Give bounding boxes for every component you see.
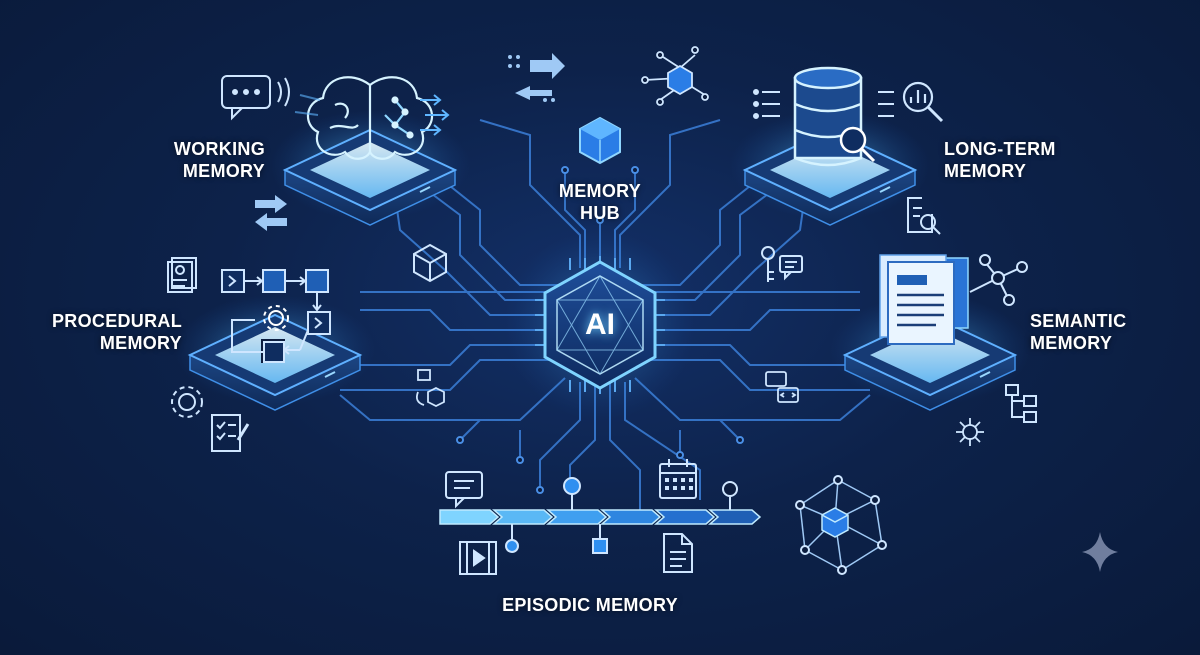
network-hub-icon [956, 418, 984, 446]
settings-document-icon [167, 257, 197, 293]
working-memory-platform [270, 110, 470, 226]
exchange-arrows-icon [255, 195, 287, 231]
chat-icon [221, 75, 290, 121]
small-cube-icon [413, 243, 447, 283]
working-memory-label: WORKING MEMORY [173, 139, 265, 181]
gear-icon [171, 386, 203, 418]
calendar-icon [659, 459, 697, 499]
video-icon [459, 541, 497, 575]
sparkle-icon [1082, 532, 1118, 572]
signal-arrows-icon [294, 94, 450, 136]
document-icon [663, 533, 693, 573]
ai-chip [505, 230, 695, 420]
transfer-arrows-icon [508, 53, 565, 102]
key-chat-icon [761, 246, 803, 282]
long-term-memory-label: LONG-TERM MEMORY [944, 139, 1056, 181]
timeline-icon [439, 477, 762, 554]
message-icon [445, 471, 483, 509]
database-icon [793, 66, 876, 167]
episodic-network-icon [795, 475, 887, 575]
procedural-memory-label: PROCEDURAL MEMORY [51, 311, 182, 353]
checklist-icon [211, 414, 250, 452]
chat-code-icon [765, 371, 799, 403]
document-search-icon [907, 197, 941, 235]
network-cube-icon [641, 46, 709, 106]
ai-chip-label: AI [585, 308, 615, 341]
hub-cube-icon [579, 116, 621, 165]
code-cube-icon [415, 369, 445, 408]
semantic-memory-label: SEMANTIC MEMORY [1030, 311, 1127, 353]
documents-icon [879, 254, 969, 345]
memory-hub-label: MEMORY HUB [558, 181, 642, 223]
hierarchy-icon [1005, 384, 1037, 423]
knowledge-graph-icon [969, 254, 1028, 306]
search-chart-icon [902, 81, 944, 123]
procedural-flow-icon [221, 269, 331, 363]
list-lines-icon [753, 89, 894, 119]
episodic-memory-label: EPISODIC MEMORY [502, 595, 678, 615]
brain-icon [307, 76, 433, 160]
